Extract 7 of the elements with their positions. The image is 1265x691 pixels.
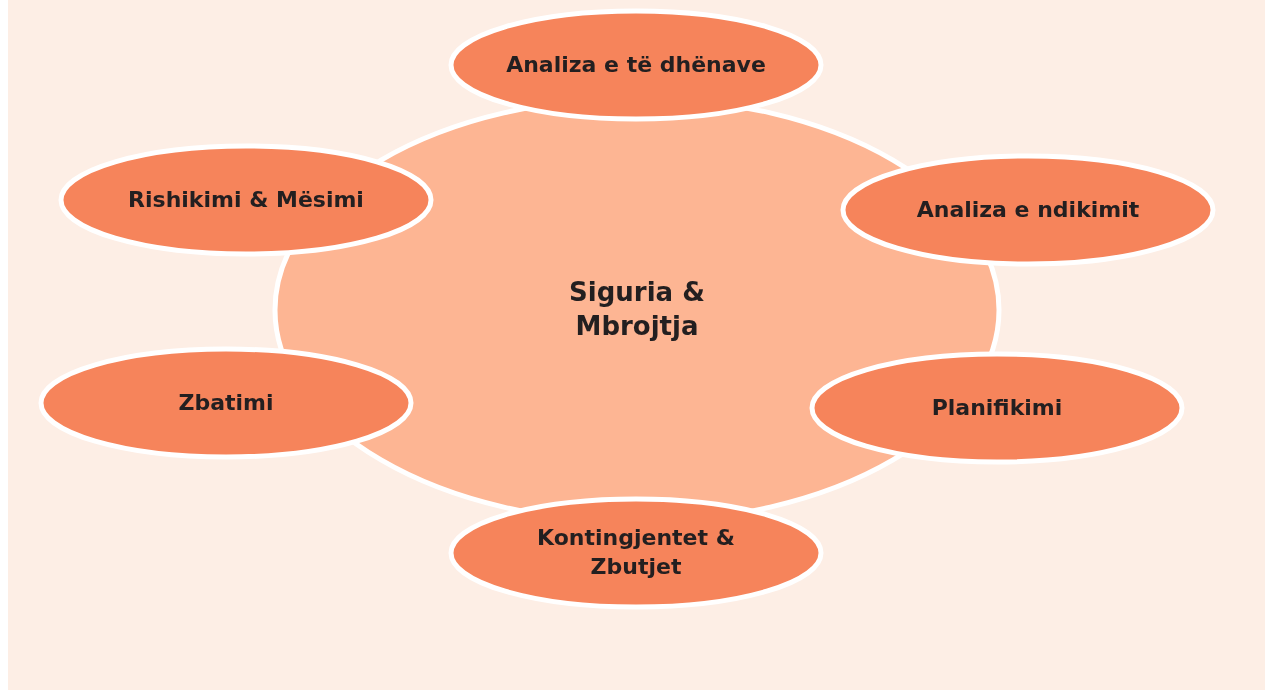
node-label: Analiza e ndikimit [916,195,1140,224]
node-label: Analiza e të dhënave [506,50,766,79]
node-label: Planifikimi [931,393,1063,422]
node-label: Kontingjentet & Zbutjet [536,524,736,581]
node-label: Zbatimi [178,388,274,417]
node-label: Rishikimi & Mësimi [128,185,364,214]
node-label: Siguria & Mbrojtja [568,276,706,343]
